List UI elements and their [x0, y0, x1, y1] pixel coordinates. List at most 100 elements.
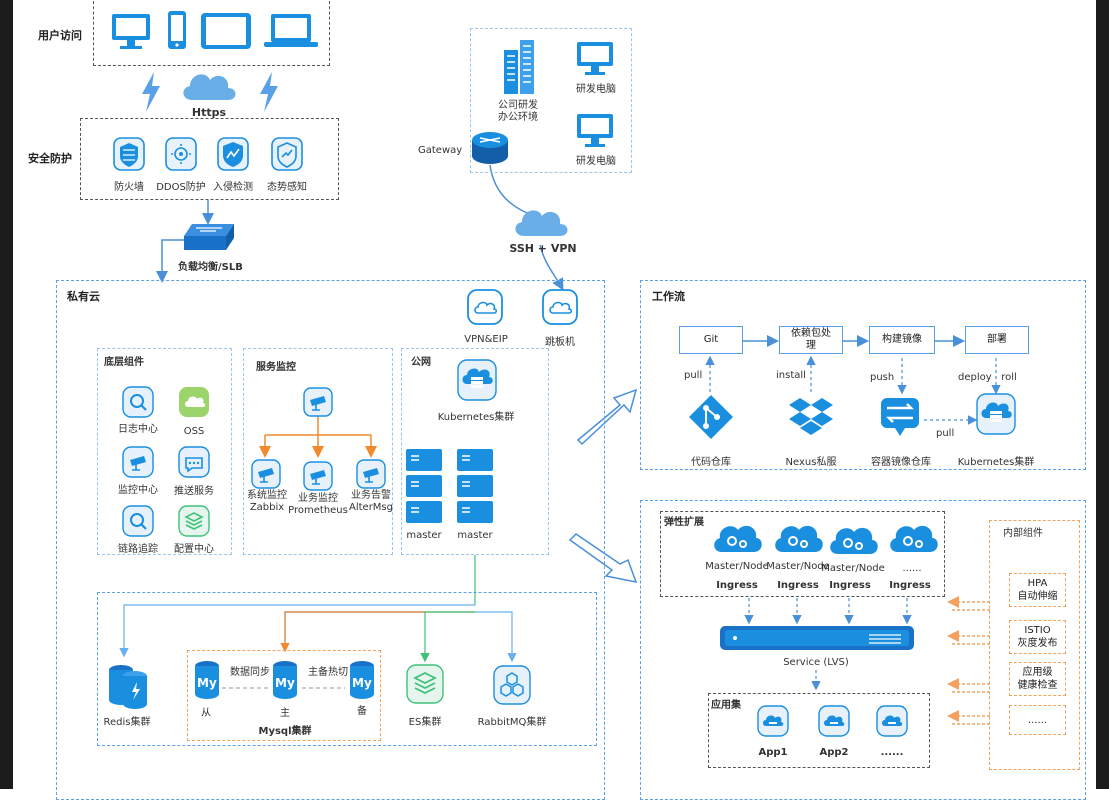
app-set-label: 应用集: [711, 700, 741, 711]
flow-node-git: Git: [679, 326, 743, 354]
biz-monitor-icon: [303, 461, 333, 491]
https-label: Https: [191, 106, 227, 119]
cloud-icon: [183, 74, 236, 100]
tablet-icon: [201, 13, 251, 49]
desktop-icon: [112, 14, 150, 49]
firewall-label: 防火墙: [114, 182, 144, 193]
vpn-eip-label: VPN&EIP: [464, 334, 508, 345]
elastic-group: [660, 511, 945, 597]
lightning-icon: [142, 72, 160, 112]
app-icon: [757, 705, 789, 737]
app2-label: App2: [819, 747, 849, 758]
config-center-label: 配置中心: [174, 544, 214, 555]
health-check-box: 应用级 健康检查: [1009, 662, 1066, 696]
git-icon: [689, 395, 733, 439]
master-label-2: master: [457, 530, 493, 541]
log-center-label: 日志中心: [118, 424, 158, 435]
workflow-group: [640, 280, 1086, 470]
biz-alert-icon: [356, 459, 386, 489]
base-components-label: 底层组件: [104, 357, 144, 368]
master-node-label-2: Master/Node: [766, 561, 830, 572]
load-balancer-icon: [184, 224, 234, 250]
trace-icon: [122, 505, 154, 537]
security-group: [80, 118, 339, 200]
intrusion-detection-icon: [217, 137, 249, 171]
inner-components-label: 内部组件: [1003, 528, 1043, 539]
service-lvs-label: Service (LVS): [783, 657, 849, 668]
gateway-label: Gateway: [418, 145, 463, 156]
ingress-label-3: Ingress: [829, 580, 871, 591]
public-net-label: 公网: [411, 357, 431, 368]
mysql-slave-icon: [195, 661, 219, 699]
data-sync-label: 数据同步: [230, 667, 270, 678]
failover-label: 主备热切: [308, 667, 348, 678]
user-access-label: 用户访问: [38, 29, 82, 42]
dev-pc-label-2: 研发电脑: [576, 156, 616, 167]
ddos-icon: [165, 137, 197, 171]
mysql-master-label: 主: [280, 708, 290, 719]
app-icon: [818, 705, 850, 737]
pull-label-1: pull: [684, 370, 703, 381]
lb-label: 负载均衡/SLB: [178, 262, 243, 273]
master-node-label-1: Master/Node: [705, 561, 769, 572]
biz-alert-label: 业务告警 AlterMsg: [349, 490, 393, 513]
app-icon: [876, 705, 908, 737]
monitor-center-label: 监控中心: [118, 485, 158, 496]
k8s-cluster-icon: [976, 393, 1016, 435]
situation-label: 态势感知: [267, 182, 307, 193]
inner-more-box: ......: [1009, 705, 1066, 735]
monitor-icon: [303, 387, 333, 417]
window-frame-left: [0, 0, 13, 789]
nexus-label: Nexus私服: [785, 457, 837, 468]
cloud-icon: [515, 210, 568, 236]
mysql-logo-slave: My: [197, 676, 217, 690]
ingress-label-4: Ingress: [889, 580, 931, 591]
k8s-cluster-icon: [457, 359, 497, 401]
monitor-center-icon: [122, 446, 154, 478]
security-label: 安全防护: [28, 152, 72, 165]
deploy-roll-label: deploy roll: [958, 372, 1017, 383]
redis-icon: [109, 665, 147, 709]
es-cluster-icon: [406, 664, 444, 704]
master-node-label-4: ......: [902, 563, 922, 574]
ingress-label-2: Ingress: [777, 580, 819, 591]
app-set-group: [708, 693, 930, 768]
code-repo-label: 代码仓库: [691, 457, 731, 468]
hpa-box: HPA 自动伸缩: [1009, 573, 1066, 607]
jumpbox-label: 跳板机: [545, 337, 575, 348]
mysql-logo-master: My: [275, 676, 295, 690]
pull-label-2: pull: [936, 428, 955, 439]
mysql-cluster-group: [187, 650, 381, 741]
k8s-cluster-label: Kubernetes集群: [437, 412, 515, 423]
mysql-backup-label: 备: [357, 706, 367, 717]
sys-monitor-label: 系统监控 Zabbix: [247, 490, 287, 513]
push-service-icon: [178, 446, 210, 478]
mysql-master-icon: [273, 661, 297, 699]
private-cloud-label: 私有云: [67, 290, 100, 303]
image-repo-icon: [881, 398, 919, 436]
base-components-group: [97, 348, 232, 555]
mysql-logo-backup: My: [352, 676, 372, 690]
oss-icon: [179, 387, 209, 417]
mysql-slave-label: 从: [201, 708, 211, 719]
app-more-label: ......: [880, 747, 904, 758]
biz-monitor-label: 业务监控 Prometheus: [288, 493, 348, 516]
flow-node-deploy: 部署: [965, 326, 1029, 354]
install-label: install: [776, 370, 806, 381]
k8s-cluster-label-2: Kubernetes集群: [957, 457, 1035, 468]
node-cloud-icon: [830, 527, 878, 554]
dev-env-label: 公司研发 办公环境: [498, 100, 538, 123]
master-node-label-3: Master/Node: [821, 563, 885, 574]
phone-icon: [168, 11, 186, 49]
server-stack-icon: [406, 449, 442, 523]
istio-box: ISTIO 灰度发布: [1009, 620, 1066, 654]
node-cloud-icon: [890, 525, 938, 552]
workflow-label: 工作流: [652, 290, 685, 303]
flow-node-build-image: 构建镜像: [869, 326, 935, 354]
intrusion-label: 入侵检测: [213, 182, 253, 193]
node-cloud-icon: [775, 525, 823, 552]
jumpbox-icon: [542, 289, 578, 325]
config-center-icon: [178, 505, 210, 537]
push-label: push: [870, 372, 895, 383]
